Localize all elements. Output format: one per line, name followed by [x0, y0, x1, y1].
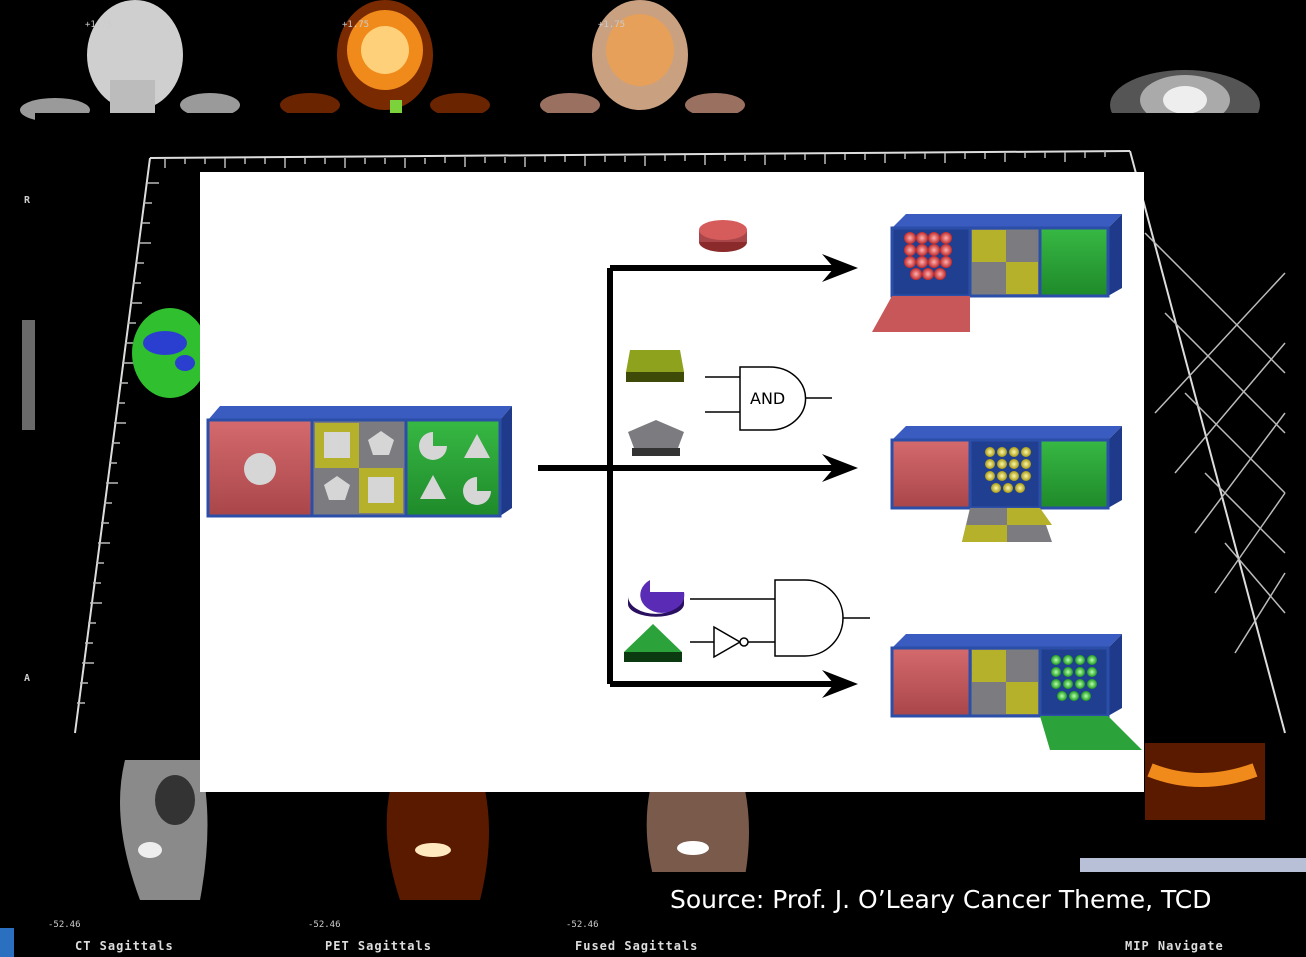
output-cube-red-open	[872, 214, 1122, 332]
fused-zoom-readout: +1.75	[598, 20, 626, 30]
pet-sagittals-label: PET Sagittals	[325, 939, 432, 953]
source-caption: Source: Prof. J. O’Leary Cancer Theme, T…	[650, 872, 1306, 928]
ct-slice-number: -52.46	[48, 920, 81, 930]
right-marker: R	[24, 195, 31, 206]
ruler-grid-frame	[74, 150, 1286, 734]
anterior-marker: A	[24, 673, 31, 684]
fused-slice-number: -52.46	[566, 920, 599, 930]
and-gate-symbol	[705, 366, 832, 431]
ct-coronal-scan	[20, 0, 240, 122]
tumour-volume-render	[132, 308, 208, 398]
gray-pentagon-signal	[628, 420, 684, 456]
green-triangle-signal	[624, 624, 682, 662]
and-gate-label: AND	[750, 389, 785, 408]
pet-zoom-readout: +1.75	[342, 20, 370, 30]
left-edge-scan	[22, 320, 36, 430]
red-disc-signal	[699, 220, 747, 252]
arrow-heads	[822, 254, 858, 698]
pet-slice-number: -52.46	[308, 920, 341, 930]
ct-zoom-readout: +1.75	[85, 20, 113, 30]
mip-navigate-label: MIP Navigate	[1125, 939, 1224, 953]
diagram-canvas: AND	[206, 214, 1142, 750]
output-cube-green-open	[890, 634, 1142, 750]
signal-paths	[538, 265, 840, 687]
not-and-gate-symbol	[690, 579, 870, 659]
ct-sagittals-label: CT Sagittals	[75, 939, 174, 953]
pet-coronal-scan	[280, 0, 490, 117]
slide-corner-tab	[0, 928, 14, 957]
mip-navigate-toolbar	[1080, 858, 1306, 874]
fused-coronal-scan	[540, 0, 745, 117]
logic-gate-diagram: AND	[200, 172, 1144, 792]
pet-sagittal-scan	[386, 790, 489, 900]
olive-trapezoid-signal	[626, 350, 684, 382]
input-block-cube	[206, 406, 512, 518]
fused-sagittals-label: Fused Sagittals	[575, 939, 699, 953]
mip-navigate-scan	[1145, 740, 1265, 820]
output-cube-yellow-open	[890, 426, 1122, 542]
ct-sagittal-scan	[120, 760, 208, 900]
purple-pie-signal	[628, 580, 685, 617]
